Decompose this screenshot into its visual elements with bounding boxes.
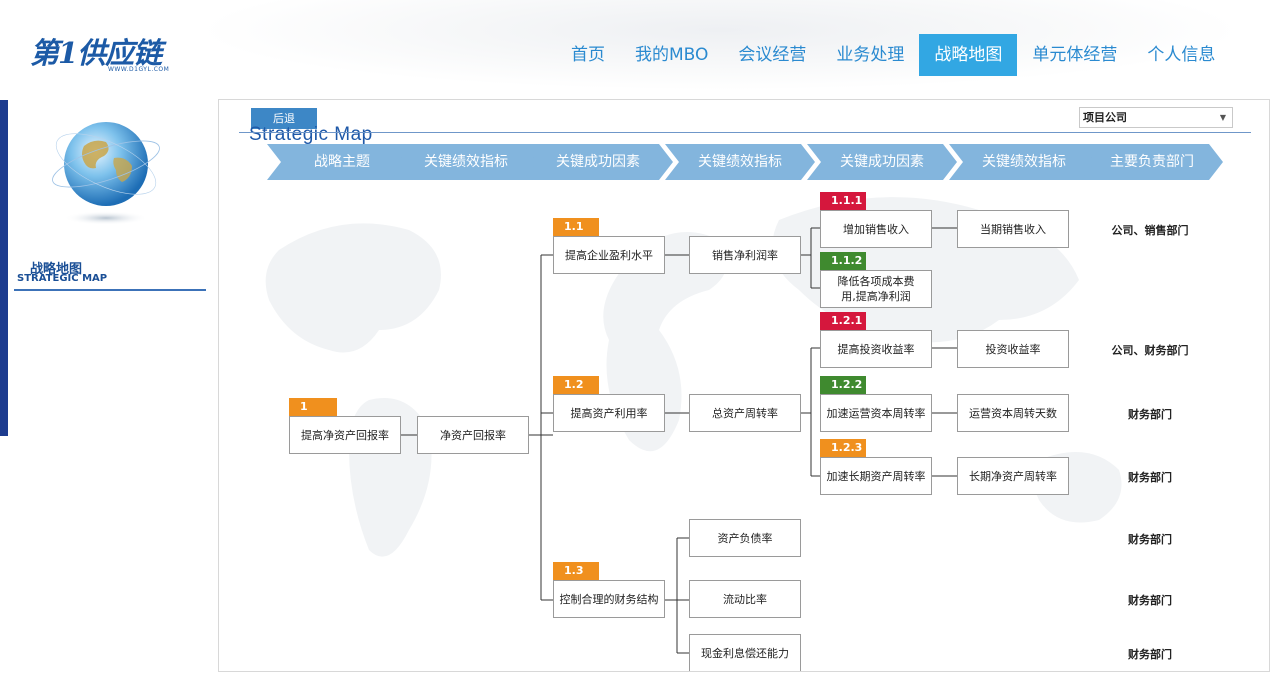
node-theme-roe[interactable]: 提高净资产回报率 xyxy=(289,416,401,454)
dept-label: 财务部门 xyxy=(1128,594,1172,607)
sidebar-subtitle: STRATEGIC MAP xyxy=(17,273,108,284)
left-accent-bar xyxy=(0,100,8,436)
node-factor-profitability[interactable]: 提高企业盈利水平 xyxy=(553,236,665,274)
nav-item-home[interactable]: 首页 xyxy=(571,45,605,65)
column-header-csf-2: 关键成功因素 xyxy=(807,144,957,180)
column-header-csf-1: 关键成功因素 xyxy=(523,144,673,180)
strategic-map-title: Strategic Map xyxy=(249,124,373,145)
sidebar-divider xyxy=(14,289,206,291)
strategy-map-panel: 后退 Strategic Map 项目公司 ▼ 战略主题 关键绩效指标 关键成功… xyxy=(218,99,1270,672)
node-badge-1-1-2: 1.1.2 xyxy=(820,252,866,270)
chevron-down-icon: ▼ xyxy=(1219,113,1226,122)
node-kpi-roe[interactable]: 净资产回报率 xyxy=(417,416,529,454)
back-button[interactable]: 后退 xyxy=(251,108,317,129)
node-kpi-working-capital-days[interactable]: 运营资本周转天数 xyxy=(957,394,1069,432)
node-kpi-investment-return[interactable]: 投资收益率 xyxy=(957,330,1069,368)
node-badge-1: 1 xyxy=(289,398,337,416)
node-badge-1-3: 1.3 xyxy=(553,562,599,580)
nav-item-business[interactable]: 业务处理 xyxy=(836,45,905,65)
node-kpi-current-sales[interactable]: 当期销售收入 xyxy=(957,210,1069,248)
title-divider xyxy=(239,132,1251,133)
column-header-dept: 主要负责部门 xyxy=(1081,144,1223,180)
dept-label: 公司、销售部门 xyxy=(1111,224,1189,237)
sidebar-title: 战略地图 xyxy=(30,262,83,277)
node-badge-1-2: 1.2 xyxy=(553,376,599,394)
node-kpi-current-ratio[interactable]: 流动比率 xyxy=(689,580,801,618)
node-badge-1-2-3: 1.2.3 xyxy=(820,439,866,457)
nav-item-meeting[interactable]: 会议经营 xyxy=(738,45,807,65)
node-kpi-total-asset-turnover[interactable]: 总资产周转率 xyxy=(689,394,801,432)
node-factor-long-term-assets[interactable]: 加速长期资产周转率 xyxy=(820,457,932,495)
node-factor-financial-structure[interactable]: 控制合理的财务结构 xyxy=(553,580,665,618)
node-kpi-net-profit-margin[interactable]: 销售净利润率 xyxy=(689,236,801,274)
node-factor-asset-utilization[interactable]: 提高资产利用率 xyxy=(553,394,665,432)
nav-item-personal-info[interactable]: 个人信息 xyxy=(1147,45,1216,65)
nav-item-unit-operation[interactable]: 单元体经营 xyxy=(1032,45,1118,65)
node-badge-1-1: 1.1 xyxy=(553,218,599,236)
node-kpi-long-term-asset-turnover[interactable]: 长期净资产周转率 xyxy=(957,457,1069,495)
dept-label: 公司、财务部门 xyxy=(1111,344,1189,357)
column-header-theme: 战略主题 xyxy=(267,144,417,180)
node-factor-investment-return[interactable]: 提高投资收益率 xyxy=(820,330,932,368)
node-badge-1-2-1: 1.2.1 xyxy=(820,312,866,330)
logo-url: WWW.D1GYL.COM xyxy=(108,66,170,73)
logo-text: 第1供应链 xyxy=(30,36,162,70)
company-select-value: 项目公司 xyxy=(1083,111,1127,124)
dept-label: 财务部门 xyxy=(1128,408,1172,421)
dept-label: 财务部门 xyxy=(1128,471,1172,484)
site-logo[interactable]: 第1供应链 WWW.D1GYL.COM xyxy=(30,36,180,76)
node-kpi-debt-ratio[interactable]: 资产负债率 xyxy=(689,519,801,557)
node-badge-1-2-2: 1.2.2 xyxy=(820,376,866,394)
globe-icon xyxy=(44,106,174,236)
column-header-kpi-2: 关键绩效指标 xyxy=(665,144,815,180)
node-factor-reduce-costs[interactable]: 降低各项成本费用,提高净利润 xyxy=(820,270,932,308)
company-select[interactable]: 项目公司 ▼ xyxy=(1079,107,1233,128)
dept-label: 财务部门 xyxy=(1128,648,1172,661)
dept-label: 财务部门 xyxy=(1128,533,1172,546)
node-factor-working-capital[interactable]: 加速运营资本周转率 xyxy=(820,394,932,432)
node-factor-sales-revenue[interactable]: 增加销售收入 xyxy=(820,210,932,248)
column-header-kpi-1: 关键绩效指标 xyxy=(391,144,541,180)
nav-item-strategic-map[interactable]: 战略地图 xyxy=(919,34,1018,76)
node-badge-1-1-1: 1.1.1 xyxy=(820,192,866,210)
nav-item-my-mbo[interactable]: 我的MBO xyxy=(635,45,709,65)
column-header-kpi-3: 关键绩效指标 xyxy=(949,144,1099,180)
node-kpi-interest-coverage[interactable]: 现金利息偿还能力 xyxy=(689,634,801,671)
top-header: 第1供应链 WWW.D1GYL.COM 首页 我的MBO 会议经营 业务处理 战… xyxy=(0,0,1280,98)
main-nav: 首页 我的MBO 会议经营 业务处理 战略地图 单元体经营 个人信息 xyxy=(556,34,1230,76)
